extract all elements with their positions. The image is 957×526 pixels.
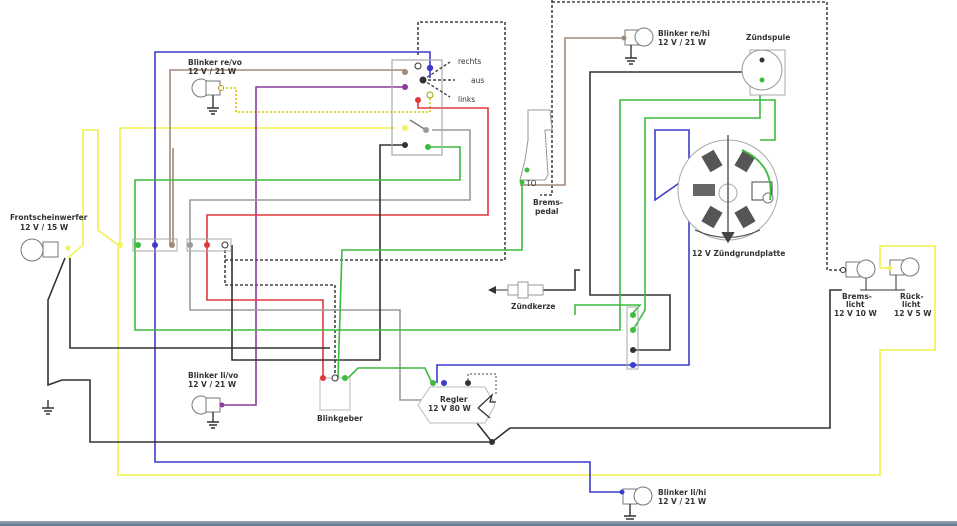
wire-yellow [67,127,936,476]
brake-light-bulb [840,259,876,279]
blinker-front-right-bulb [191,78,224,115]
brake-pedal-label: Brems- [533,198,563,207]
tail-light-label-2: licht [902,300,921,309]
brake-light-rating: 12 V 10 W [834,309,878,318]
blinker-front-left-bulb [191,395,225,429]
flasher-relay [319,374,351,411]
wire-dashed-switch [224,21,506,378]
wire-red [206,100,489,378]
switch-label-rechts: rechts [458,57,481,66]
blinker-front-right-rating: 12 V / 21 W [188,67,237,76]
blinker-rear-left-rating: 12 V / 21 W [658,497,707,506]
blinker-rear-right-bulb [621,27,654,65]
ignition-coil [741,49,786,96]
wire-blue [154,51,706,493]
blinker-rear-right-rating: 12 V / 21 W [658,38,707,47]
spark-plug [488,281,544,299]
tail-light-rating: 12 V 5 W [894,309,932,318]
wire-gray [189,129,471,401]
blinker-front-left-rating: 12 V / 21 W [188,380,237,389]
window-bottom-border [0,521,957,526]
tail-light-label: Rück- [900,292,924,301]
handlebar-switch [391,59,443,156]
wire-violet [222,86,405,406]
svg-text:TO: TO [525,179,537,188]
brake-pedal: TO [519,109,553,188]
brake-light-label: Brems- [842,292,872,301]
blinker-front-right-label: Blinker re/vo [188,58,242,67]
spark-plug-label: Zündkerze [511,302,556,311]
switch-label-aus: aus [471,76,484,85]
blinker-rear-right-label: Blinker re/hi [658,29,710,38]
switch-label-links: links [458,95,475,104]
wire-brown [169,37,625,245]
ground-icon [42,400,54,415]
regulator-rating: 12 V 80 W [428,404,472,413]
connector-block-left [132,238,178,252]
wire-dashed-brake-top [540,0,842,271]
flasher-label: Blinkgeber [317,414,363,423]
blinker-rear-left-label: Blinker li/hi [658,488,706,497]
wire-yellow-dotted [222,87,431,113]
brake-pedal-label-2: pedal [535,207,558,216]
voltage-regulator [417,373,497,424]
headlight-rating: 12 V / 15 W [20,223,69,232]
headlight-bulb [20,238,71,262]
tail-light-bulb [860,257,920,291]
brake-light-label-2: licht [846,300,865,309]
headlight-label: Frontscheinwerfer [10,213,88,222]
blinker-rear-left-bulb [619,486,653,520]
ignition-plate-label: 12 V Zündgrundplatte [692,249,785,258]
terminal-strip [626,306,639,370]
ignition-base-plate [677,135,779,244]
wire-green [134,80,776,384]
ignition-coil-label: Zündspule [746,33,790,42]
regulator-label: Regler [440,395,468,404]
blinker-front-left-label: Blinker li/vo [188,371,238,380]
